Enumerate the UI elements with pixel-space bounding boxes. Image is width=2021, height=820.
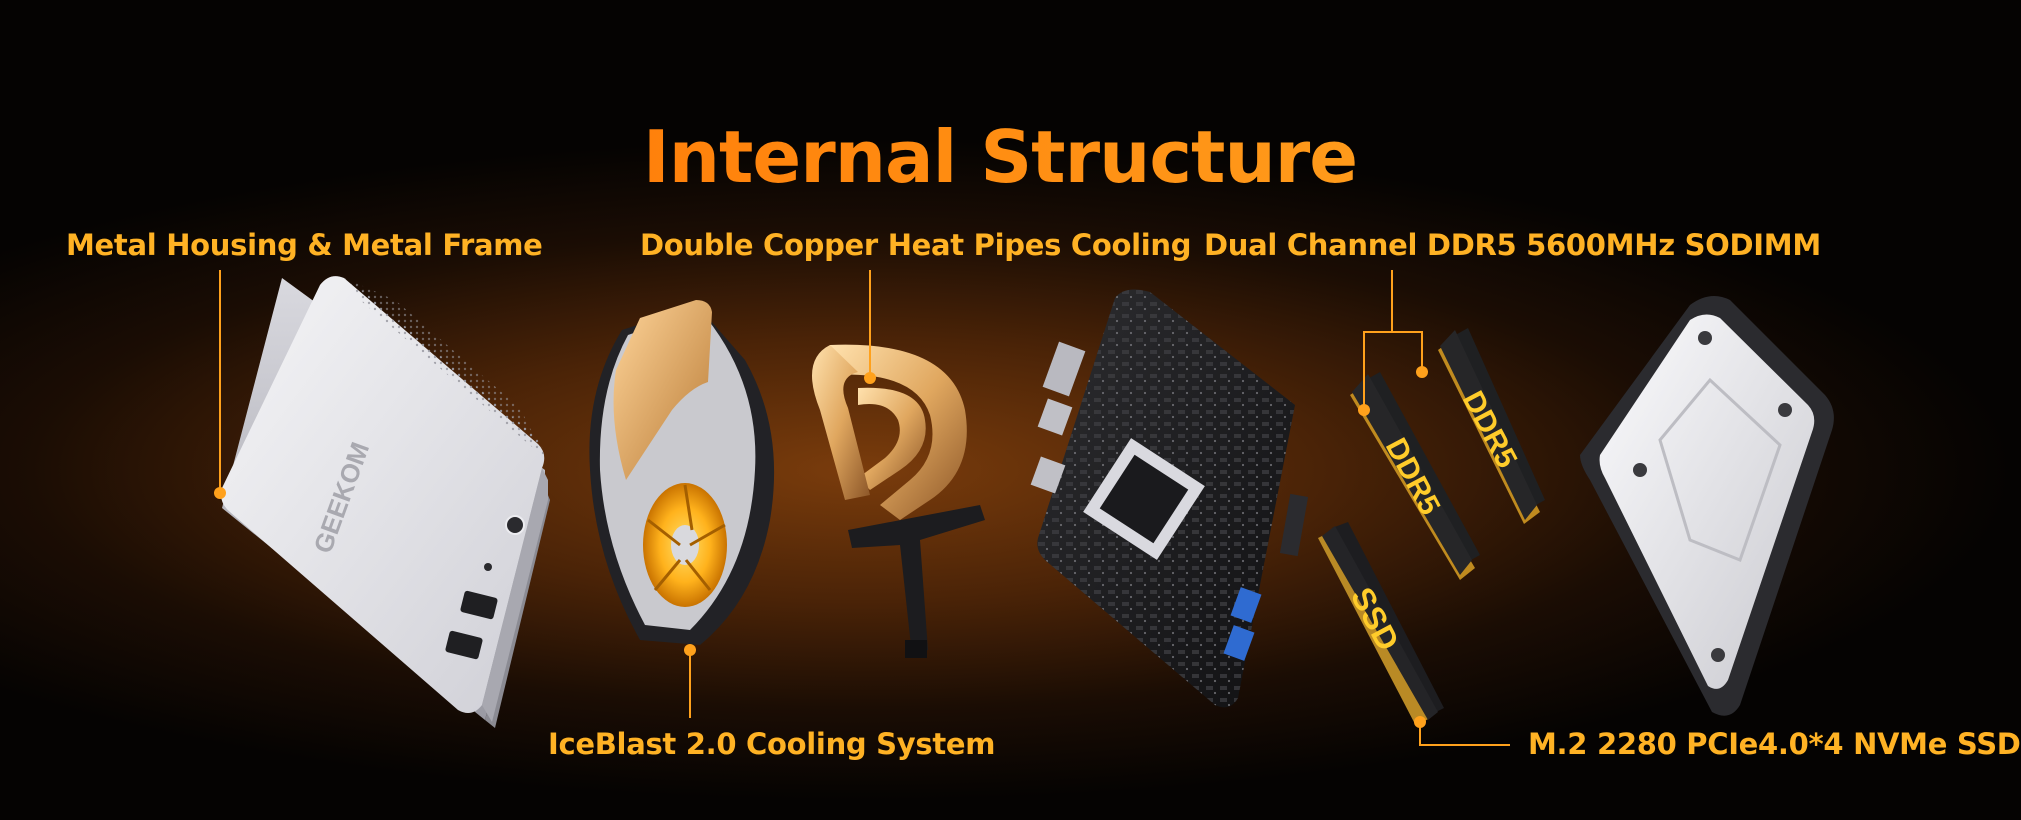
callout-dots — [214, 366, 1428, 728]
nvme-ssd — [1318, 522, 1444, 726]
motherboard — [1030, 289, 1309, 708]
page-title: Internal Structure — [0, 115, 2000, 199]
label-ddr5: Dual Channel DDR5 5600MHz SODIMM — [1204, 228, 1821, 262]
label-heat-pipes: Double Copper Heat Pipes Cooling — [640, 228, 1192, 262]
iceblast-fan — [589, 300, 775, 645]
label-metal-housing: Metal Housing & Metal Frame — [66, 228, 543, 262]
ram-module-1 — [1350, 372, 1480, 580]
callout-lines — [219, 270, 1510, 746]
label-ssd: M.2 2280 PCIe4.0*4 NVMe SSD — [1528, 727, 2021, 761]
label-iceblast: IceBlast 2.0 Cooling System — [548, 727, 996, 761]
copper-heat-pipes — [812, 344, 985, 658]
mini-pc-housing — [221, 276, 550, 728]
ram-module-2 — [1438, 328, 1545, 524]
bottom-frame-plate — [1580, 296, 1834, 716]
